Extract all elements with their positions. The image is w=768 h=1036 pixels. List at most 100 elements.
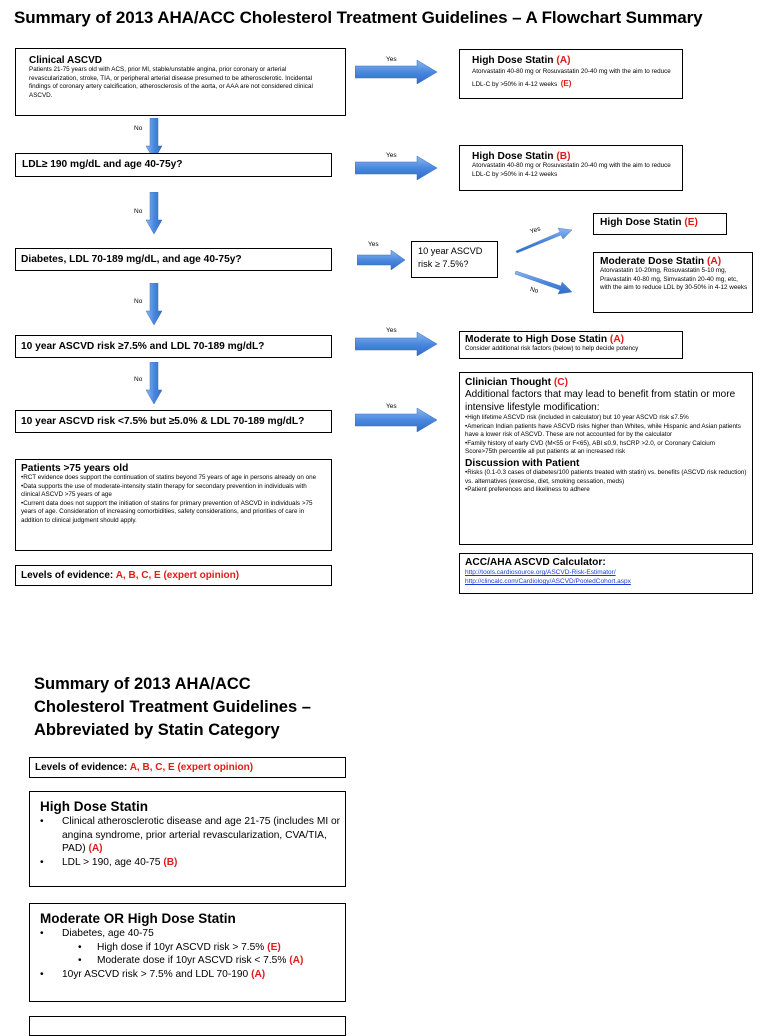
clinician-thought-label: Clinician Thought [465,377,552,388]
moderate-dose-statin-box: Moderate Dose Statin (A) Atorvastatin 10… [593,252,753,313]
page2-evidence-box: Levels of evidence: A, B, C, E (expert o… [29,757,346,778]
page2-next-box [29,1016,346,1036]
clinician-thought-title: Clinician Thought (C) [465,377,748,388]
high-dose-statin-e-title: High Dose Statin (E) [600,217,726,228]
yes-arrow-5 [355,332,437,356]
moderate-to-high-dose-body: Consider additional risk factors (below)… [465,345,639,352]
no-label-2: No [134,208,143,215]
discussion-title: Discussion with Patient [465,457,580,469]
patients-over-75-list: •RCT evidence does support the continuat… [21,474,327,526]
diabetes-question-box: Diabetes, LDL 70-189 mg/dL, and age 40-7… [15,248,332,271]
yes-label-6: Yes [386,403,397,410]
page2-high-item-1: •Clinical atherosclerotic disease and ag… [40,816,341,854]
patients-over-75-title: Patients >75 years old [21,463,129,474]
no-label-1: No [134,125,143,132]
grade-e: (E) [267,941,281,953]
yes-label-3: Yes [368,241,379,248]
no-label-5: No [134,376,143,383]
moderate-to-high-dose-box: Moderate to High Dose Statin (A) Conside… [459,331,683,359]
no-arrow-2 [146,192,162,234]
page2-high-item-1-text: Clinical atherosclerotic disease and age… [62,816,341,854]
patients-over-75-box: Patients >75 years old •RCT evidence doe… [15,459,332,551]
clinician-thought-box: Clinician Thought (C) Additional factors… [459,372,753,545]
moderate-dose-statin-body: Atorvastatin 10-20mg, Rosuvastatin 5-10 … [600,267,748,292]
list-item: •Risks (0.1-0.3 cases of diabetes/100 pa… [465,468,747,485]
calculator-link-2[interactable]: http://clincalc.com/Cardiology/ASCVD/Poo… [465,578,631,585]
page2-title-line-2: Cholesterol Treatment Guidelines – [34,698,311,716]
high-dose-statin-b-box: High Dose Statin (B) Atorvastatin 40-80 … [459,145,683,191]
no-diagonal-arrow [514,270,573,295]
yes-arrow-6 [355,408,437,432]
moderate-to-high-dose-label: Moderate to High Dose Statin [465,334,608,345]
ascvd-risk-question-box: 10 year ASCVD risk ≥ 7.5%? [411,241,498,278]
yes-arrow-2 [355,156,437,180]
high-dose-statin-b-title: High Dose Statin (B) [472,151,682,162]
page2-high-dose-box: High Dose Statin •Clinical atherosclerot… [29,791,346,887]
page2-moderate-title: Moderate OR High Dose Statin [40,911,236,926]
page2-mod-item-1: •Diabetes, age 40-75 [40,928,154,939]
high-dose-statin-a-text: Atorvastatin 40-80 mg or Rosuvastatin 20… [472,68,671,88]
yes-label-2: Yes [386,152,397,159]
no-arrow-4 [146,362,162,404]
evidence-grades: A, B, C, E (expert opinion) [115,570,240,581]
calculator-box: ACC/AHA ASCVD Calculator: http://tools.c… [459,553,753,594]
page2-mod-sub-1-text: High dose if 10yr ASCVD risk > 7.5% [97,941,265,953]
moderate-dose-statin-label: Moderate Dose Statin [600,256,705,267]
yes-label-1: Yes [386,56,397,63]
ldl-190-question-box: LDL≥ 190 mg/dL and age 40-75y? [15,153,332,177]
high-dose-statin-a-label: High Dose Statin [472,55,554,66]
grade-e: (E) [684,217,698,228]
page2-moderate-box: Moderate OR High Dose Statin •Diabetes, … [29,903,346,1002]
list-item: •High lifetime ASCVD risk (included in c… [465,414,689,421]
yes-arrow-3 [357,250,405,270]
evidence-label: Levels of evidence: [21,570,114,581]
yes-label-5: Yes [386,327,397,334]
grade-a: (A) [289,955,304,966]
grade-a: (A) [707,256,722,267]
ascvd-75-question-box: 10 year ASCVD risk ≥7.5% and LDL 70-189 … [15,335,332,358]
high-dose-statin-a-title: High Dose Statin (A) [472,55,682,66]
no-arrow-3 [146,283,162,325]
high-dose-statin-a-box: High Dose Statin (A) Atorvastatin 40-80 … [459,49,683,99]
discussion-list: •Risks (0.1-0.3 cases of diabetes/100 pa… [465,469,748,495]
calculator-link-1[interactable]: http://tools.cardiosource.org/ASCVD-Risk… [465,569,616,576]
page2-evidence-grades: A, B, C, E (expert opinion) [129,762,254,773]
clinical-ascvd-title: Clinical ASCVD [29,55,102,66]
page2-title: Summary of 2013 AHA/ACC Cholesterol Trea… [34,673,311,742]
clinical-ascvd-box: Clinical ASCVD Patients 21-75 years old … [15,48,346,116]
yes-diagonal-arrow [515,227,573,254]
ascvd-5-question-box: 10 year ASCVD risk <7.5% but ≥5.0% & LDL… [15,410,332,433]
list-item: •Data supports the use of moderate-inten… [21,482,307,499]
high-dose-statin-b-label: High Dose Statin [472,151,554,162]
list-item: •RCT evidence does support the continuat… [21,474,317,481]
grade-b: (B) [556,151,571,162]
page2-high-item-2-text: LDL > 190, age 40-75 [62,856,161,868]
grade-a: (A) [609,334,625,345]
page2-high-item-2: •LDL > 190, age 40-75 (B) [40,856,178,868]
page2-mod-sub-2: •Moderate dose if 10yr ASCVD risk < 7.5%… [78,955,304,966]
grade-c: (C) [553,377,569,388]
grade-a: (A) [88,843,103,854]
high-dose-statin-a-body: Atorvastatin 40-80 mg or Rosuvastatin 20… [472,66,672,91]
list-item: •Current data does not support the initi… [21,499,313,524]
page2-title-line-3: Abbreviated by Statin Category [34,721,280,739]
page2-high-dose-title: High Dose Statin [40,799,149,814]
list-item: •Family history of early CVD (M<55 or F<… [465,439,715,456]
high-dose-statin-b-body: Atorvastatin 40-80 mg or Rosuvastatin 20… [472,162,671,178]
yes-arrow-1 [355,60,437,84]
calculator-title: ACC/AHA ASCVD Calculator: [465,557,606,568]
grade-e: (E) [560,79,572,88]
grade-a: (A) [556,55,571,66]
evidence-levels-box: Levels of evidence: A, B, C, E (expert o… [15,565,332,586]
page2-mod-item-2-text: 10yr ASCVD risk > 7.5% and LDL 70-190 [62,968,249,980]
page2-evidence-label: Levels of evidence: [35,762,128,773]
page2-title-line-1: Summary of 2013 AHA/ACC [34,675,251,693]
list-item: •American Indian patients have ASCVD ris… [465,422,741,439]
grade-a: (A) [251,968,266,980]
list-item: •Patient preferences and likeliness to a… [465,486,590,494]
clinician-thought-subtitle: Additional factors that may lead to bene… [465,389,736,413]
moderate-dose-statin-title: Moderate Dose Statin (A) [600,256,748,267]
page-title: Summary of 2013 AHA/ACC Cholesterol Trea… [14,8,703,27]
page2-mod-item-2: •10yr ASCVD risk > 7.5% and LDL 70-190 (… [40,968,266,980]
high-dose-statin-e-label: High Dose Statin [600,217,682,228]
